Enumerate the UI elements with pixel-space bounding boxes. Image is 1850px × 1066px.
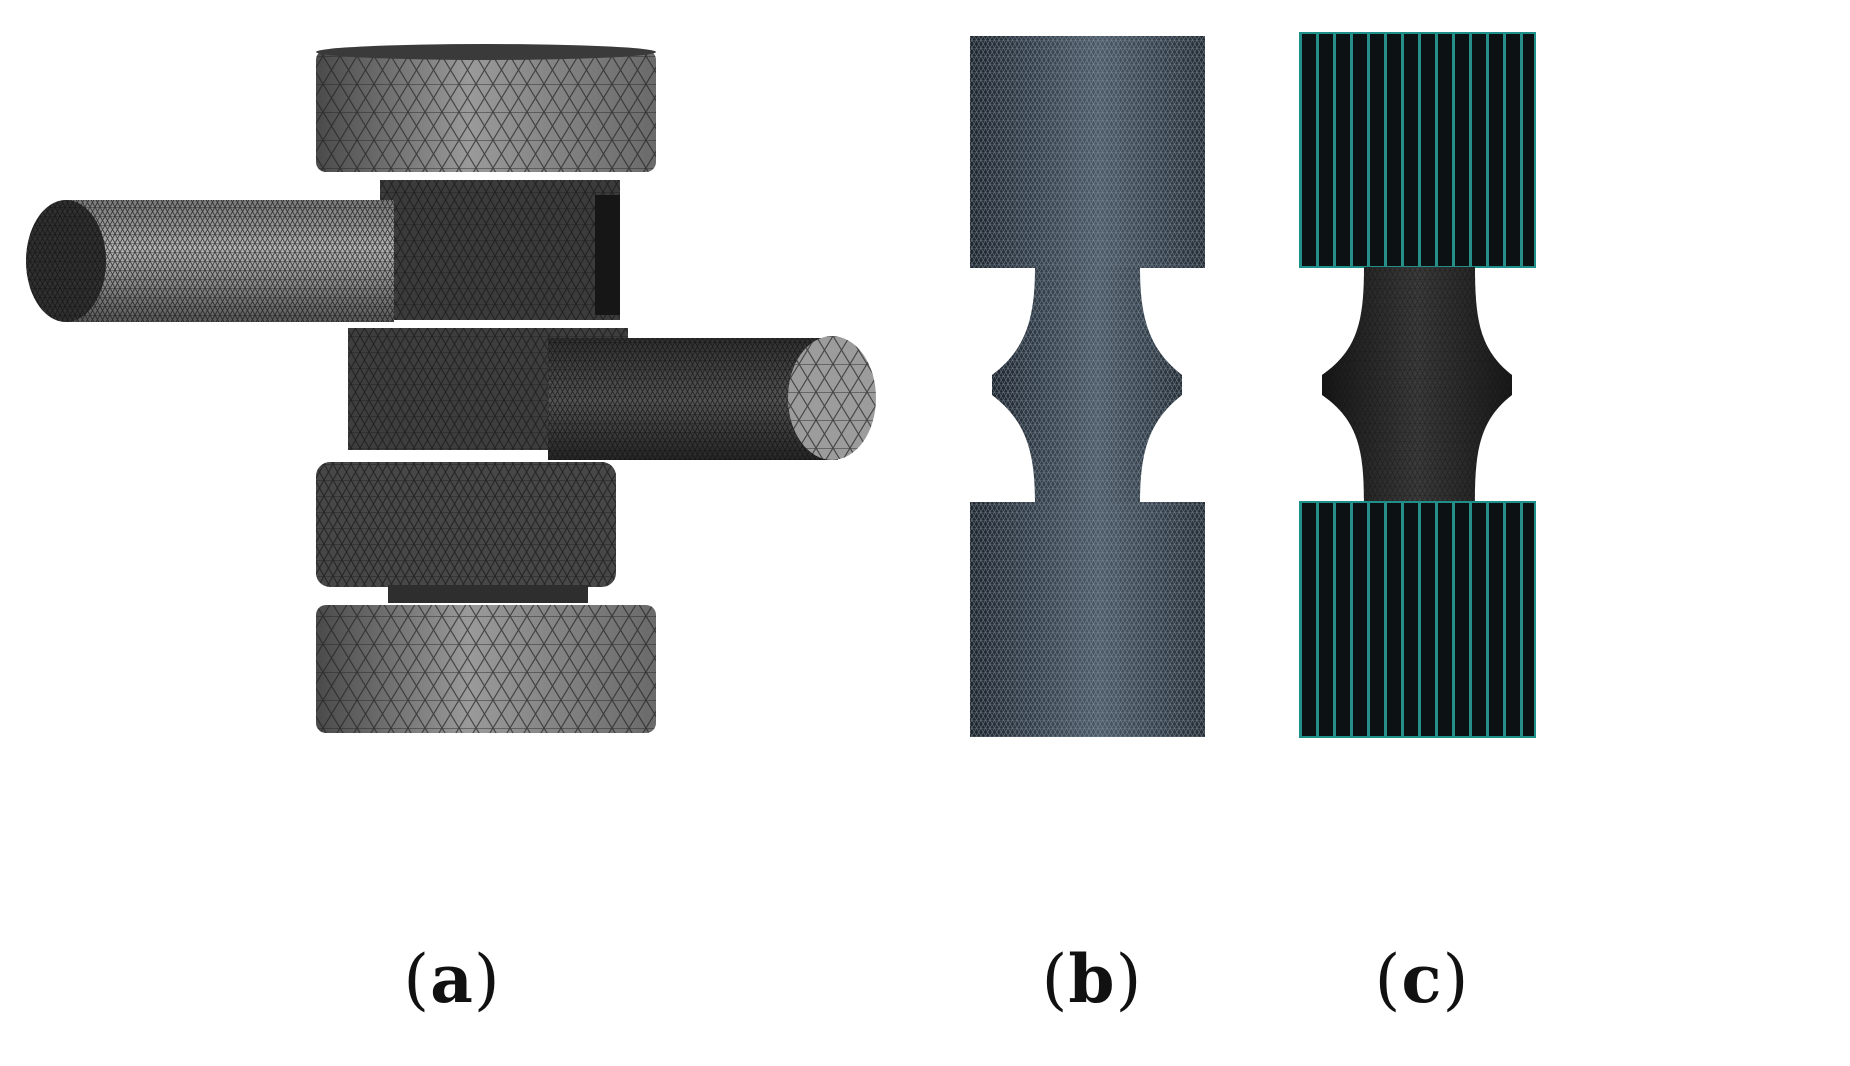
panel-a-mesh xyxy=(26,44,876,733)
caption-c-open: ( xyxy=(1374,941,1402,1018)
panel-b-mesh xyxy=(970,36,1205,737)
caption-a-letter: a xyxy=(430,940,474,1018)
specimen-c-top-grip xyxy=(1300,33,1535,267)
caption-b: (b) xyxy=(1042,940,1143,1018)
specimen-c-bottom-grip xyxy=(1300,502,1535,737)
panel-c-mesh xyxy=(1299,32,1536,738)
caption-b-open: ( xyxy=(1041,941,1069,1018)
caption-c-letter: c xyxy=(1401,940,1443,1018)
caption-b-letter: b xyxy=(1068,940,1116,1018)
caption-a: (a) xyxy=(403,940,500,1018)
caption-c: (c) xyxy=(1375,940,1470,1018)
caption-a-close: ) xyxy=(473,941,501,1018)
caption-b-close: ) xyxy=(1115,941,1143,1018)
caption-a-open: ( xyxy=(403,941,431,1018)
caption-c-close: ) xyxy=(1442,941,1470,1018)
